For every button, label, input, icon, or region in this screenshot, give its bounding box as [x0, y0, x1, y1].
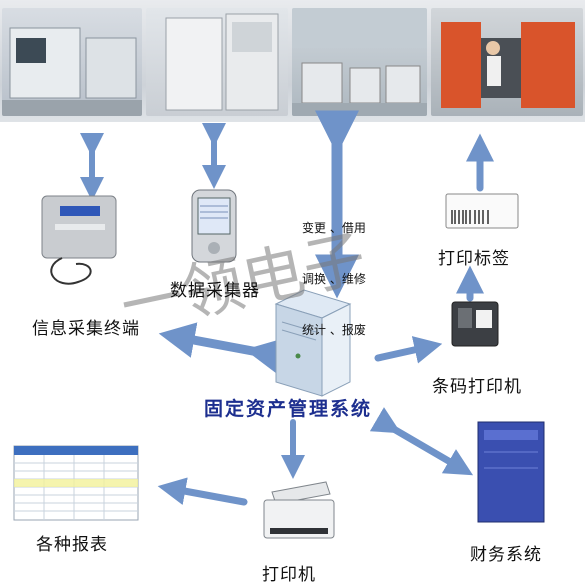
- report-sheet-icon: [13, 445, 139, 521]
- cabinet-photo: [146, 8, 288, 116]
- barcode-label-icon: [445, 193, 519, 229]
- finance-server-icon: [477, 421, 545, 523]
- label-barcode-printer: 条码打印机: [432, 377, 522, 397]
- label-data-collector: 数据采集器: [170, 281, 260, 301]
- workshop-photo: [292, 8, 427, 116]
- label-printer: 打印机: [262, 565, 316, 585]
- operations-list: 变更 、借用 调换 、维修 统计 、报废: [302, 186, 366, 356]
- press-machine-photo: [431, 8, 583, 116]
- equipment-photo-banner: [0, 0, 585, 122]
- lathe-photo: [2, 8, 142, 116]
- label-reports: 各种报表: [36, 535, 108, 555]
- barcode-printer-icon: [451, 301, 499, 347]
- label-print-label: 打印标签: [438, 249, 510, 269]
- label-info-terminal: 信息采集终端: [32, 319, 140, 339]
- label-asset-system: 固定资产管理系统: [204, 398, 373, 420]
- terminal-device-icon: [41, 195, 117, 285]
- server-icon: [274, 289, 352, 397]
- operation-row-2: 调换 、维修: [302, 272, 366, 286]
- label-finance: 财务系统: [470, 545, 542, 565]
- arrow-printer-reports: [157, 477, 248, 506]
- arrow-system-barcode: [374, 336, 443, 364]
- handheld-collector-icon: [191, 189, 237, 263]
- operation-row-1: 变更 、借用: [302, 221, 366, 235]
- arrow-system-terminal: [158, 322, 284, 374]
- laser-printer-icon: [263, 481, 335, 539]
- arrow-system-finance: [369, 407, 474, 476]
- operation-row-3: 统计 、报废: [302, 323, 366, 337]
